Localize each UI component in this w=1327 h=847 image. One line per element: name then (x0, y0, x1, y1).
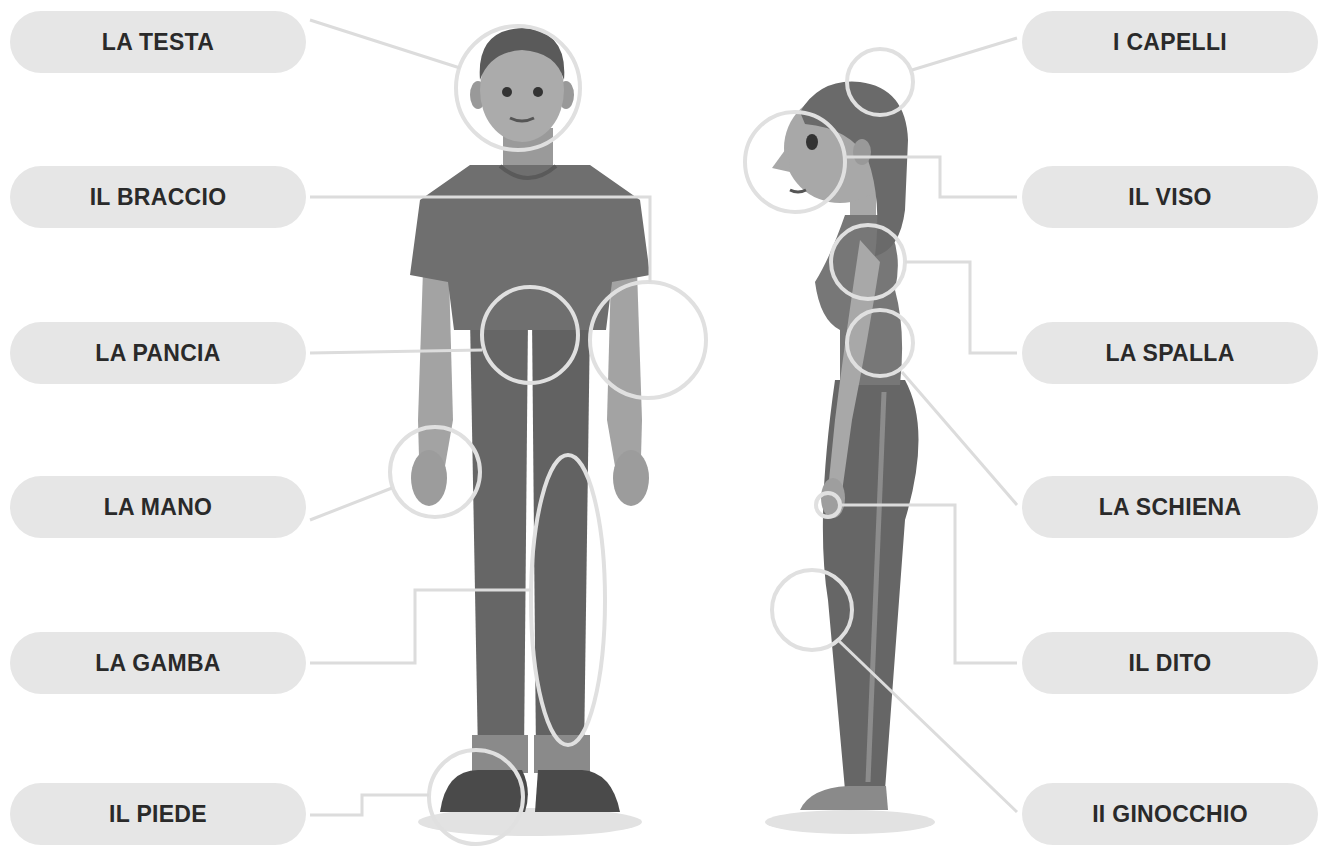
highlight-circle (772, 570, 852, 650)
leader-line (840, 505, 1017, 663)
shoe (440, 770, 528, 812)
eye (533, 87, 543, 97)
part-name: LA TESTA (102, 29, 214, 56)
ground-shadow (418, 808, 642, 836)
part-name: IL DITO (1128, 650, 1211, 677)
highlight-circle (590, 282, 706, 398)
eye (806, 134, 818, 150)
leader-line (310, 795, 429, 815)
leader-line (310, 590, 531, 663)
hand (613, 450, 649, 506)
part-name: IL VISO (1128, 184, 1211, 211)
label-pill: LA MANO (10, 476, 306, 538)
part-name: I CAPELLI (1113, 29, 1227, 56)
part-name: LA MANO (104, 494, 213, 521)
leader-line (912, 38, 1017, 70)
part-name: IL BRACCIO (90, 184, 227, 211)
shoe (800, 786, 888, 810)
collar (500, 166, 556, 178)
part-name: LA SPALLA (1105, 340, 1234, 367)
highlight-circle (456, 26, 580, 150)
nose (772, 146, 790, 172)
trouser-cuff (472, 735, 528, 773)
eye (502, 87, 512, 97)
part-name: IL PIEDE (109, 801, 207, 828)
highlight-circle (390, 427, 480, 517)
ground-shadow (765, 810, 935, 834)
leader-line (310, 488, 392, 520)
label-pill: LA SPALLA (1022, 322, 1318, 384)
leader-line (310, 197, 650, 282)
part-name: LA PANCIA (95, 340, 220, 367)
leader-line (845, 157, 1017, 197)
leader-line (310, 20, 460, 68)
highlight-circle (429, 750, 523, 844)
leader-line (838, 640, 1017, 812)
highlight-circle (482, 287, 578, 383)
mouth (510, 118, 534, 121)
label-pill: IL PIEDE (10, 783, 306, 845)
shoe (535, 770, 620, 812)
trouser-stripe (868, 392, 884, 782)
label-pill: LA GAMBA (10, 632, 306, 694)
highlight-circle (816, 493, 840, 517)
mouth (790, 190, 806, 192)
highlight-circle (847, 310, 913, 376)
part-name: II GINOCCHIO (1092, 801, 1248, 828)
highlight-circle (847, 49, 913, 115)
ear (853, 139, 871, 165)
leader-line (902, 372, 1017, 505)
label-pill: IL BRACCIO (10, 166, 306, 228)
highlight-circle (831, 225, 905, 299)
label-pill: LA PANCIA (10, 322, 306, 384)
part-name: LA GAMBA (95, 650, 220, 677)
label-pill: IL VISO (1022, 166, 1318, 228)
label-pill: LA SCHIENA (1022, 476, 1318, 538)
label-pill: I CAPELLI (1022, 11, 1318, 73)
t-shirt (410, 165, 650, 330)
hand (821, 478, 845, 518)
hand (411, 450, 447, 506)
leader-line (310, 350, 482, 353)
part-name: LA SCHIENA (1099, 494, 1242, 521)
label-pill: IL DITO (1022, 632, 1318, 694)
label-pill: LA TESTA (10, 11, 306, 73)
highlight-ellipse (531, 455, 605, 745)
leader-line (905, 262, 1017, 353)
label-pill: II GINOCCHIO (1022, 783, 1318, 845)
highlight-circle (745, 112, 845, 212)
